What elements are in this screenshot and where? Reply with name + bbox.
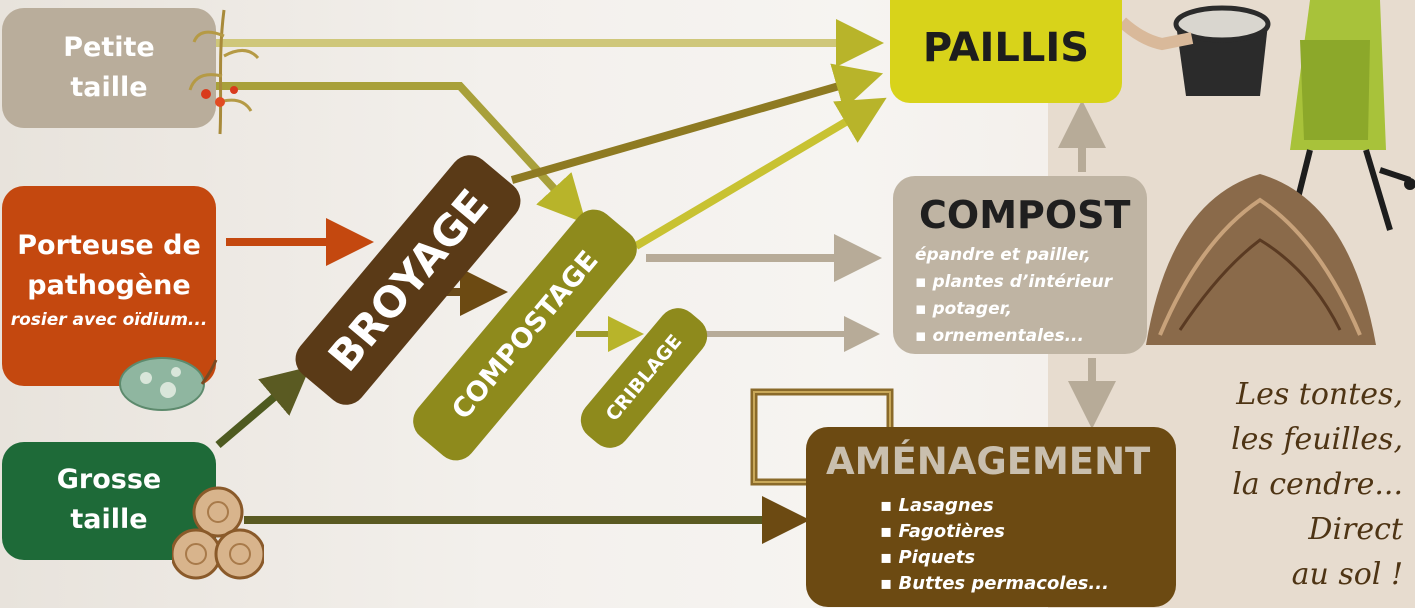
source-petite-taille: Petite taille bbox=[2, 8, 216, 128]
direct-au-sol-note: Les tontes, les feuilles, la cendre... D… bbox=[1178, 372, 1403, 597]
amenagement-item: Piquets bbox=[880, 545, 1176, 571]
compost-title: COMPOST bbox=[919, 193, 1131, 237]
grosse-line1: Grosse bbox=[56, 464, 162, 495]
compost-item: plantes d’intérieur bbox=[915, 269, 1147, 296]
arrow-grosse-broyage bbox=[215, 366, 311, 449]
arrow-broyage-paillis bbox=[510, 63, 884, 184]
amenagement-item: Lasagnes bbox=[880, 493, 1176, 519]
amenagement-item: Fagotières bbox=[880, 519, 1176, 545]
amenagement-items: Lasagnes Fagotières Piquets Buttes perma… bbox=[826, 493, 1176, 597]
porteuse-subtitle: rosier avec oïdium... bbox=[10, 310, 208, 330]
porteuse-line1: Porteuse de bbox=[17, 230, 201, 261]
compost-item: potager, bbox=[915, 296, 1147, 323]
petite-line2: taille bbox=[70, 72, 148, 103]
arrow-compostage-paillis bbox=[633, 97, 887, 250]
grosse-line2: taille bbox=[70, 504, 148, 535]
diseased-leaf-icon bbox=[119, 357, 218, 411]
compost-item: ornementales... bbox=[915, 323, 1147, 350]
source-porteuse-pathogene: Porteuse de pathogène rosier avec oïdium… bbox=[2, 186, 216, 386]
compost-line0: épandre et pailler, bbox=[915, 245, 1091, 265]
arrow-petite-compostage bbox=[216, 82, 587, 224]
log-pile-icon bbox=[172, 486, 264, 580]
petite-line1: Petite bbox=[63, 32, 155, 63]
note-line: au sol ! bbox=[1291, 557, 1403, 592]
compost-uses: épandre et pailler, plantes d’intérieur … bbox=[915, 242, 1147, 350]
note-line: les feuilles, bbox=[1231, 422, 1403, 457]
grosse-title: Grosse taille bbox=[2, 442, 216, 540]
porteuse-line2: pathogène bbox=[27, 270, 191, 301]
shredder-icon bbox=[1287, 0, 1415, 231]
output-amenagement: AMÉNAGEMENT Lasagnes Fagotières Piquets … bbox=[806, 427, 1176, 607]
petite-title: Petite taille bbox=[2, 8, 216, 108]
note-line: la cendre... bbox=[1232, 467, 1403, 502]
plant-sprig-icon bbox=[188, 9, 260, 135]
porteuse-title: Porteuse de pathogène bbox=[2, 186, 216, 306]
note-line: Direct bbox=[1308, 512, 1403, 547]
wood-chips-pile-icon bbox=[1146, 174, 1376, 345]
amenagement-item: Buttes permacoles... bbox=[880, 571, 1176, 597]
output-paillis: PAILLIS bbox=[890, 0, 1122, 103]
amenagement-title: AMÉNAGEMENT bbox=[826, 440, 1151, 483]
output-compost: COMPOST épandre et pailler, plantes d’in… bbox=[893, 176, 1147, 354]
note-line: Les tontes, bbox=[1236, 377, 1403, 412]
ash-bucket-icon bbox=[1122, 5, 1271, 96]
